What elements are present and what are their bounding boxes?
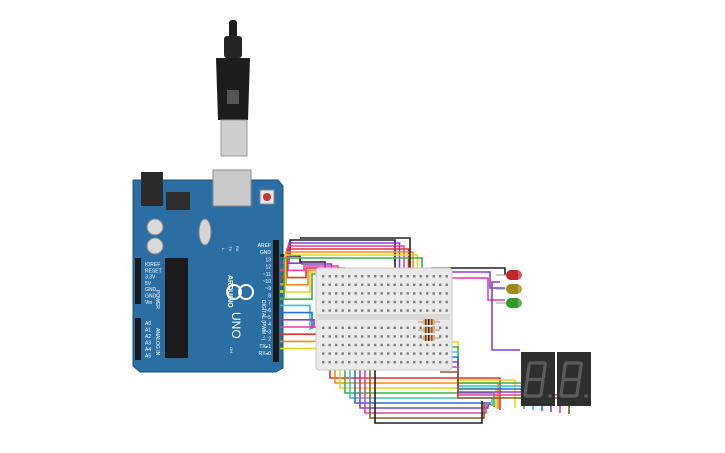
- pin-label: 7: [268, 301, 271, 307]
- crystal-oscillator: [198, 218, 212, 246]
- pin-label: IOREF: [145, 262, 160, 268]
- pin-label: 3.3V: [145, 275, 156, 281]
- brand-label: ARDUINO: [226, 275, 233, 308]
- red-led: [496, 270, 522, 280]
- pin-label: AREF: [258, 243, 271, 249]
- pin-label: Vin: [145, 300, 152, 306]
- pin-label: TX▸1: [259, 344, 271, 350]
- pin-label: A2: [145, 334, 151, 340]
- digital-header: [273, 240, 279, 362]
- l-label: L: [221, 248, 226, 251]
- pin-label: RESET: [145, 268, 162, 274]
- analog-label: ANALOG IN: [154, 328, 160, 356]
- power-jack: [141, 172, 163, 206]
- pin-label: ~10: [263, 279, 272, 285]
- pin-label: A4: [145, 347, 151, 353]
- pin-label: GND: [260, 250, 272, 256]
- usb-cable: [216, 20, 250, 157]
- seven-segment-display-2: [557, 352, 591, 406]
- pin-label: RX◂0: [259, 351, 271, 357]
- power-header: [135, 258, 141, 304]
- pin-label: 4: [268, 322, 271, 328]
- rx-label: RX: [235, 246, 240, 252]
- seven-segment-display-1: [521, 352, 555, 406]
- capacitor-2: [146, 237, 164, 255]
- resistors: [418, 319, 440, 341]
- pin-label: GND: [145, 294, 157, 300]
- capacitor-1: [146, 218, 164, 236]
- pin-label: A3: [145, 341, 151, 347]
- seven-segment-displays: [521, 352, 591, 406]
- breadboard-holes: [322, 275, 448, 364]
- usb-port: [212, 169, 252, 207]
- pin-label: GND: [145, 287, 157, 293]
- atmega-chip: [165, 258, 188, 358]
- model-label: UNO: [229, 312, 243, 339]
- green-led: [496, 298, 522, 308]
- pin-label: 5V: [145, 281, 152, 287]
- power-label: POWER: [154, 290, 160, 309]
- on-label: ON: [229, 347, 234, 353]
- pin-label: A0: [145, 321, 151, 327]
- pin-label: 8: [268, 293, 271, 299]
- pin-label: A1: [145, 328, 151, 334]
- arduino-logo-icon: [226, 284, 254, 300]
- arduino-uno-board[interactable]: ARDUINO UNO DIGITAL (PWM ~) POWER ANALOG…: [132, 169, 284, 373]
- pin-label: A5: [145, 354, 151, 360]
- pin-label: ~3: [265, 329, 271, 335]
- pin-label: ~5: [265, 315, 271, 321]
- resistor-1: [418, 319, 440, 325]
- breadboard[interactable]: [315, 267, 453, 371]
- pin-label: 12: [265, 265, 271, 271]
- pin-label: 2: [268, 337, 271, 343]
- resistor-2: [418, 327, 440, 333]
- yellow-led: [496, 284, 522, 294]
- pin-label: 13: [265, 257, 271, 263]
- pin-label: ~6: [265, 308, 271, 314]
- pin-label: ~11: [263, 272, 271, 278]
- digital-header-label: DIGITAL (PWM ~): [260, 300, 266, 340]
- leds: [496, 270, 522, 308]
- tx-label: TX: [228, 246, 233, 251]
- pin-label: ~9: [265, 286, 271, 292]
- resistor-3: [418, 335, 440, 341]
- analog-header: [135, 318, 141, 360]
